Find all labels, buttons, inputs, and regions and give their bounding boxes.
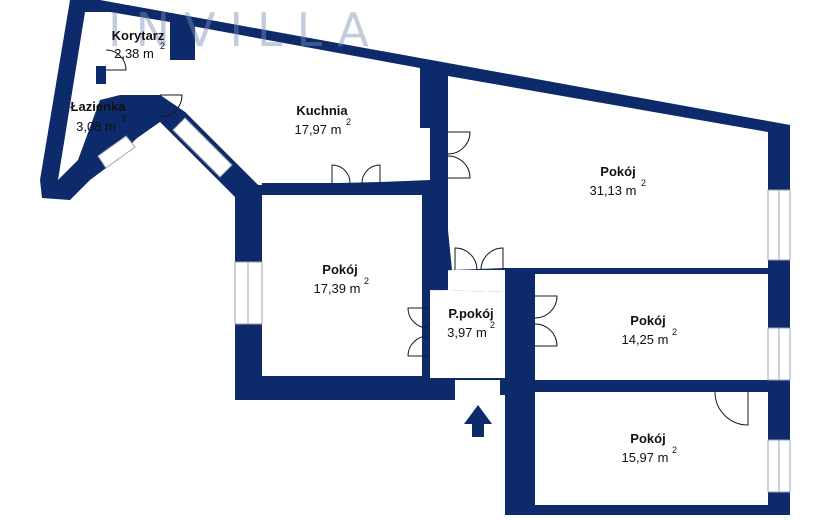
entry-arrow-icon: [464, 405, 492, 437]
area-unit-sup: 2: [346, 117, 351, 127]
area-unit-sup: 2: [364, 276, 369, 286]
room-name: Pokój: [600, 164, 635, 179]
room-korytarz: Korytarz 2,38 m 2: [112, 28, 165, 61]
room-area: 3,97 m: [447, 325, 487, 340]
room-name: Łazienka: [71, 99, 127, 114]
doors: [105, 49, 749, 426]
room-name: Pokój: [322, 262, 357, 277]
floors: [58, 12, 768, 505]
area-unit-sup: 2: [641, 178, 646, 188]
room-area: 31,13 m: [589, 183, 636, 198]
room-name: Pokój: [630, 431, 665, 446]
room-name: Korytarz: [112, 28, 165, 43]
watermark: INVILLA: [108, 3, 383, 57]
room-name: Pokój: [630, 313, 665, 328]
room-przedpokoj: P.pokój 3,97 m 2: [447, 306, 495, 340]
room-pokoj-1: Pokój 31,13 m 2: [589, 164, 646, 198]
room-area: 15,97 m: [621, 450, 668, 465]
watermark-logo: INVILLA: [108, 3, 383, 57]
room-labels: Korytarz 2,38 m 2 Łazienka 3,08 m 2 Kuch…: [71, 28, 677, 465]
window-lazienka: [97, 135, 136, 169]
area-unit-sup: 2: [160, 41, 165, 51]
area-unit-sup: 2: [121, 114, 126, 124]
room-name: Kuchnia: [296, 103, 348, 118]
room-name: P.pokój: [448, 306, 493, 321]
room-pokoj-4: Pokój 15,97 m 2: [621, 431, 677, 465]
room-area: 2,38 m: [114, 46, 154, 61]
room-area: 3,08 m: [76, 119, 116, 134]
room-lazienka: Łazienka 3,08 m 2: [71, 99, 127, 134]
room-area: 17,97 m: [294, 122, 341, 137]
window-kuchnia: [172, 117, 233, 178]
room-kuchnia: Kuchnia 17,97 m 2: [294, 103, 351, 137]
windows: [97, 117, 791, 493]
area-unit-sup: 2: [672, 445, 677, 455]
room-area: 17,39 m: [313, 281, 360, 296]
room-area: 14,25 m: [621, 332, 668, 347]
room-pokoj-2: Pokój 17,39 m 2: [313, 262, 369, 296]
area-unit-sup: 2: [672, 327, 677, 337]
area-unit-sup: 2: [490, 320, 495, 330]
room-pokoj-3: Pokój 14,25 m 2: [621, 313, 677, 347]
